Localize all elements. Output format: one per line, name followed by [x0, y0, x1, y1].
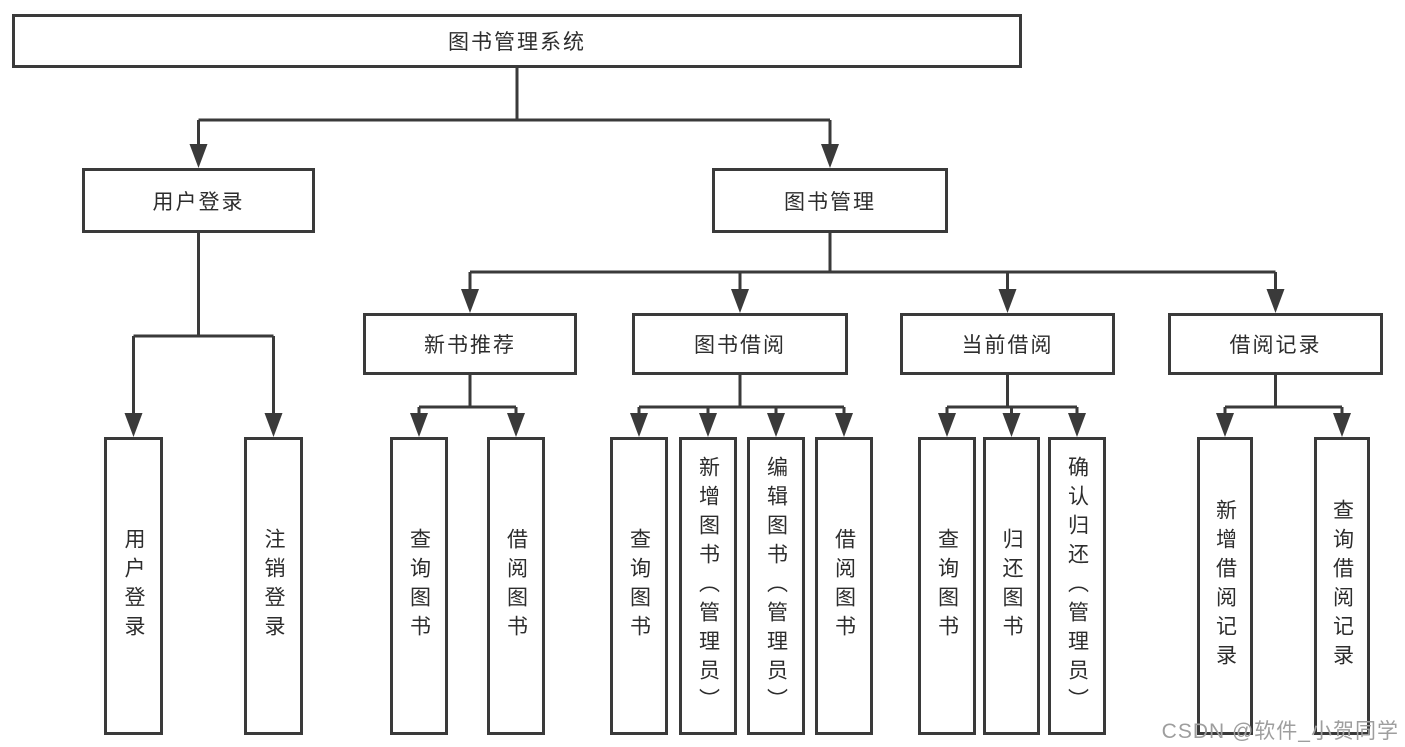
node-label: 借阅图书 — [504, 528, 528, 644]
node-borrow-edit: 编辑图书（管理员） — [747, 437, 805, 735]
node-label: 确认归还（管理员） — [1065, 455, 1089, 717]
node-label: 查询图书 — [407, 528, 431, 644]
node-label: 查询借阅记录 — [1330, 499, 1354, 673]
node-label: 用户登录 — [152, 190, 245, 214]
node-label: 图书管理 — [784, 190, 876, 214]
node-label: 借阅记录 — [1229, 334, 1322, 357]
node-user-login: 用户登录 — [104, 437, 163, 735]
node-label: 新增借阅记录 — [1213, 499, 1237, 673]
node-label: 当前借阅 — [961, 334, 1054, 357]
node-root: 图书管理系统 — [12, 14, 1022, 68]
node-records-add: 新增借阅记录 — [1197, 437, 1253, 735]
node-label: 借阅图书 — [832, 528, 856, 644]
node-label: 新增图书（管理员） — [696, 455, 720, 717]
node-label: 图书管理系统 — [448, 31, 586, 54]
node-records-query: 查询借阅记录 — [1314, 437, 1370, 735]
node-current: 当前借阅 — [900, 313, 1115, 375]
node-current-query: 查询图书 — [918, 437, 976, 735]
csdn-watermark: CSDN @软件_小贺同学 — [1161, 720, 1399, 743]
node-mgmt: 图书管理 — [712, 168, 948, 233]
node-logout: 注销登录 — [244, 437, 303, 735]
node-rec-query: 查询图书 — [390, 437, 448, 735]
node-label: 编辑图书（管理员） — [764, 455, 788, 717]
node-label: 查询图书 — [935, 528, 959, 644]
node-label: 图书借阅 — [694, 334, 786, 357]
node-label: 注销登录 — [262, 528, 285, 644]
node-rec-borrow: 借阅图书 — [487, 437, 545, 735]
node-current-confirm: 确认归还（管理员） — [1048, 437, 1106, 735]
node-login: 用户登录 — [82, 168, 315, 233]
node-current-return: 归还图书 — [983, 437, 1040, 735]
node-rec: 新书推荐 — [363, 313, 577, 375]
node-label: 查询图书 — [627, 528, 651, 644]
node-borrow-borrow: 借阅图书 — [815, 437, 873, 735]
node-borrow-query: 查询图书 — [610, 437, 668, 735]
node-borrow-add: 新增图书（管理员） — [679, 437, 737, 735]
node-label: 用户登录 — [122, 528, 145, 644]
node-records: 借阅记录 — [1168, 313, 1383, 375]
node-label: 新书推荐 — [424, 334, 516, 357]
node-borrow: 图书借阅 — [632, 313, 848, 375]
node-label: 归还图书 — [1000, 528, 1023, 644]
